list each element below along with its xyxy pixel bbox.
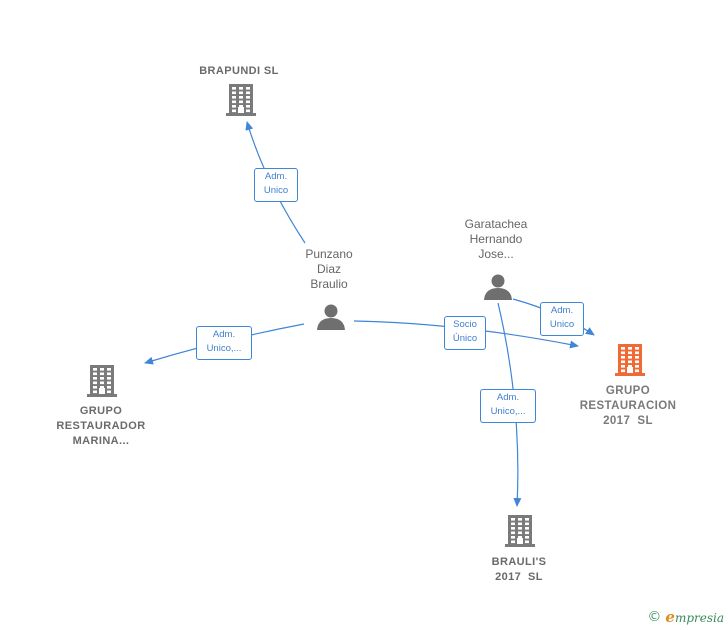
copyright-symbol: © — [647, 609, 662, 625]
punzano-person-icon[interactable] — [317, 304, 345, 331]
node-label-line: GRUPO — [605, 385, 651, 397]
node-label-line: BRAPUNDI SL — [199, 65, 279, 77]
edge-label-line: Unico,... — [206, 343, 242, 354]
copyright-footer: © empresia — [647, 608, 724, 626]
node-label-line: RESTAURADOR — [56, 420, 146, 432]
edge-label-punzano-to-grupo_restaurador[interactable]: Adm. Unico,... — [196, 326, 252, 360]
edges-layer — [144, 121, 595, 507]
braulis-building-icon[interactable] — [505, 515, 535, 547]
grupo_restaurador-node-label[interactable]: GRUPO RESTAURADOR MARINA... — [41, 404, 161, 449]
edge-label-line: Adm. — [212, 329, 236, 340]
brand-initial: e — [665, 608, 675, 626]
brand-name: mpresia — [674, 611, 724, 625]
node-label-line: Hernando — [469, 232, 523, 246]
grupo_restaurador-building-icon[interactable] — [87, 365, 117, 397]
node-label-line: Punzano — [305, 247, 353, 261]
edge-label-garatachea-to-grupo_restauracion[interactable]: Adm. Unico — [540, 302, 584, 336]
node-label-line: Braulio — [310, 277, 348, 291]
edge-label-punzano-to-brapundi[interactable]: Adm. Unico — [254, 168, 298, 202]
node-label-line: 2017 SL — [603, 415, 653, 427]
edge-label-line: Unico — [263, 185, 289, 196]
brand-logo[interactable]: empresia — [665, 608, 724, 626]
edge-label-line: Unico,... — [490, 406, 526, 417]
node-label-line: GRUPO — [79, 405, 123, 417]
node-label-line: Diaz — [316, 262, 341, 276]
edge-label-line: Unico — [549, 319, 575, 330]
node-label-line: Jose... — [478, 247, 514, 261]
edge-label-line: Único — [452, 333, 478, 344]
node-label-line: MARINA... — [72, 435, 130, 447]
braulis-node-label[interactable]: BRAULI'S 2017 SL — [469, 555, 569, 585]
node-label-line: 2017 SL — [495, 571, 543, 583]
grupo_restauracion-building-icon[interactable] — [615, 344, 645, 376]
brapundi-node-label[interactable]: BRAPUNDI SL — [179, 64, 299, 79]
node-label-line: RESTAURACION — [579, 400, 677, 412]
icons-layer — [87, 84, 645, 547]
edge-label-garatachea-to-braulis[interactable]: Adm. Unico,... — [480, 389, 536, 423]
brapundi-building-icon[interactable] — [226, 84, 256, 116]
edge-label-line: Adm. — [550, 305, 574, 316]
node-label-line: BRAULI'S — [491, 556, 547, 568]
garatachea-person-icon[interactable] — [484, 274, 512, 301]
node-label-line: Garatachea — [464, 217, 528, 231]
grupo_restauracion-node-label[interactable]: GRUPO RESTAURACION 2017 SL — [563, 384, 693, 429]
edge-label-line: Socio — [453, 319, 477, 330]
edge-label-line: Adm. — [496, 392, 520, 403]
edge-label-line: Adm. — [264, 171, 288, 182]
